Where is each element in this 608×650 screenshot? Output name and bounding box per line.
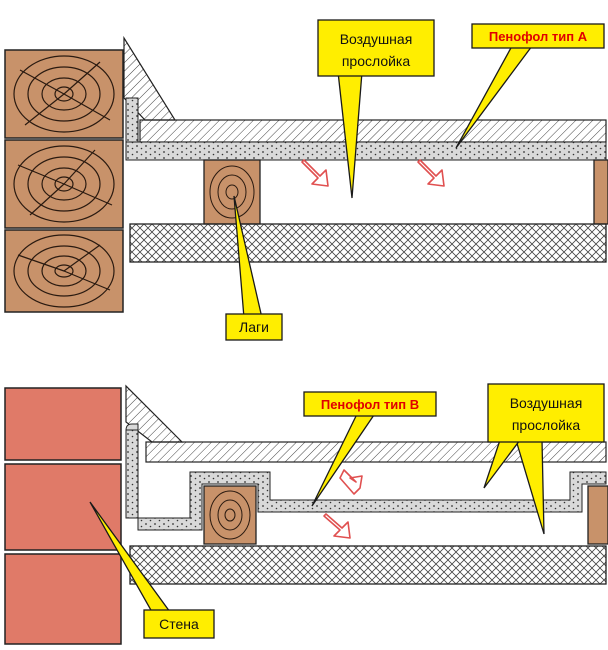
callout-joists-label: Лаги (239, 319, 269, 335)
callout-air-gap-line1: Воздушная (340, 31, 413, 47)
callout-air-gap-line2: прослойка (342, 53, 411, 69)
joist (203, 159, 261, 225)
floor-board (139, 119, 607, 143)
callout-foil-a: Пенофол тип А (455, 23, 605, 149)
brick-wall (4, 387, 122, 645)
callout-foil-a-label: Пенофол тип А (489, 29, 588, 44)
top-diagram: Воздушная прослойка Пенофол тип А Лаги (4, 19, 608, 341)
callout-foil-b-label: Пенофол тип В (321, 397, 419, 412)
foil-layer-folded (125, 429, 607, 531)
subfloor (129, 545, 607, 585)
foil-layer (125, 141, 607, 161)
callout-joists: Лаги (225, 195, 283, 341)
callout-air-gap-line1: Воздушная (510, 395, 583, 411)
reflection-arrow-icon (323, 513, 351, 539)
joist (593, 159, 608, 225)
brick (4, 387, 122, 461)
subfloor (129, 223, 607, 263)
brick (4, 553, 122, 645)
reflection-arrow-icon (417, 159, 445, 187)
reflection-arrow-icon (301, 159, 329, 187)
foil-wall-turnup (125, 423, 139, 431)
callout-air-gap: Воздушная прослойка (483, 383, 605, 535)
callout-wall-label: Стена (159, 616, 199, 632)
reflection-arrow-icon (339, 469, 363, 495)
bottom-diagram: Пенофол тип В Воздушная прослойка Стена (4, 383, 608, 645)
callout-wall: Стена (89, 501, 215, 639)
callout-foil-b: Пенофол тип В (303, 391, 437, 507)
joist (587, 485, 608, 545)
brick (4, 463, 122, 551)
joist (203, 485, 257, 545)
floor-board (145, 441, 607, 463)
callout-air-gap: Воздушная прослойка (317, 19, 435, 199)
callout-air-gap-line2: прослойка (512, 417, 581, 433)
log-wall (4, 49, 124, 313)
